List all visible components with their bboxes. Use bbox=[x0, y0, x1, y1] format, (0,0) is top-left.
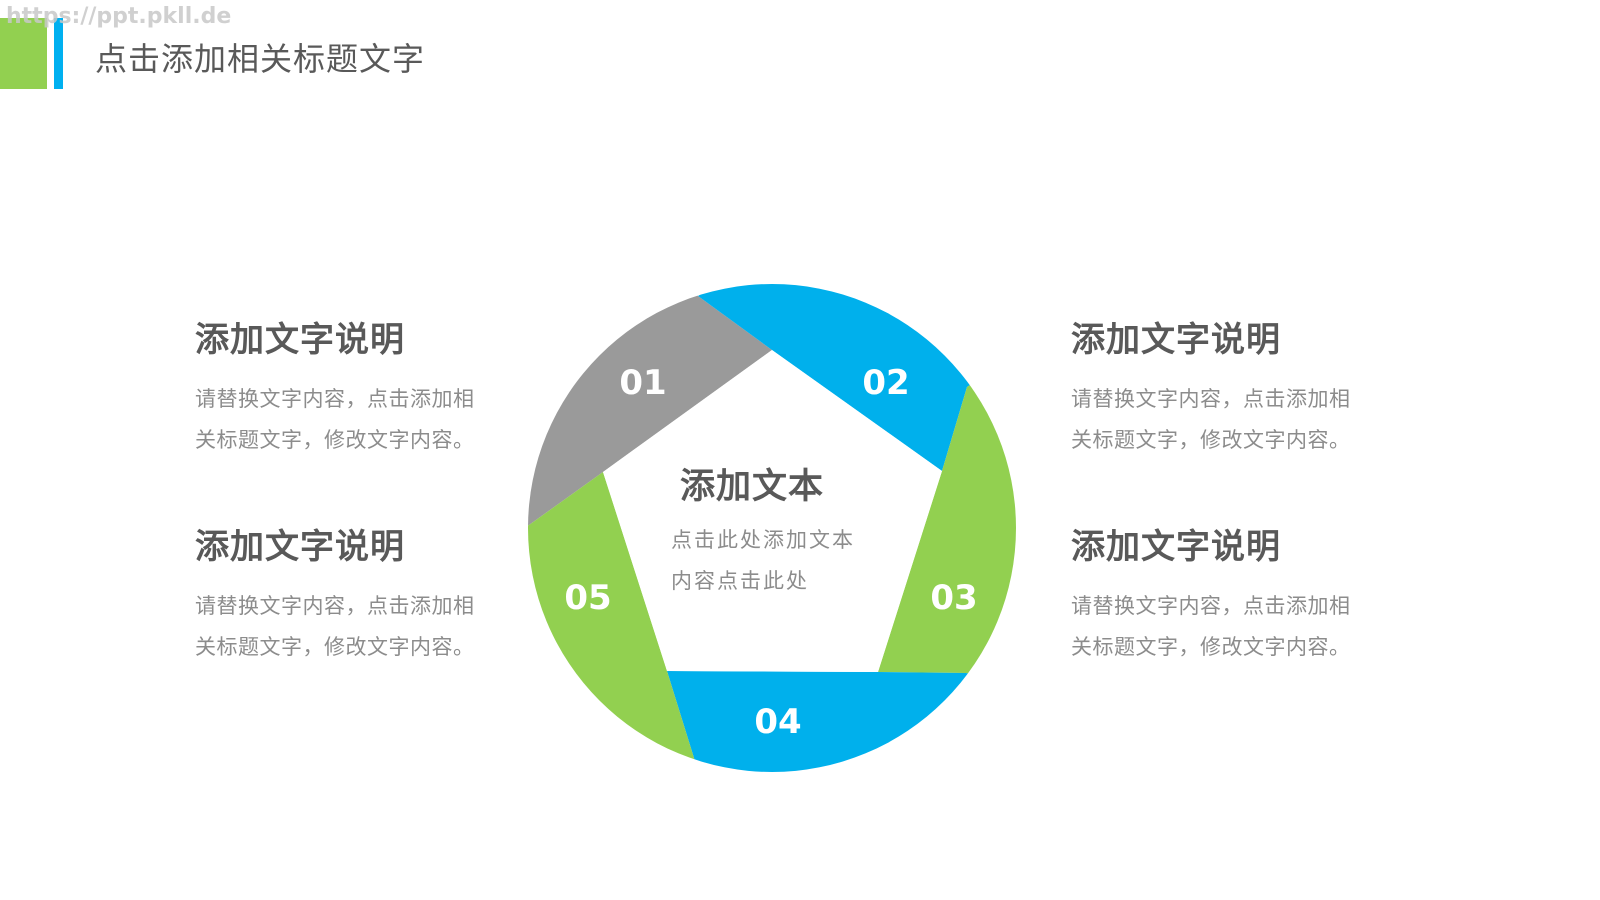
text-block-bottom-right: 添加文字说明 请替换文字内容，点击添加相 关标题文字，修改文字内容。 bbox=[1071, 519, 1411, 668]
center-body[interactable]: 点击此处添加文本 内容点击此处 bbox=[671, 520, 891, 602]
segment-label-04: 04 bbox=[754, 702, 801, 742]
center-body-line: 点击此处添加文本 bbox=[671, 528, 855, 552]
segment-04[interactable] bbox=[667, 671, 1100, 900]
title-accent-green-block bbox=[0, 18, 47, 89]
text-block-top-left: 添加文字说明 请替换文字内容，点击添加相 关标题文字，修改文字内容。 bbox=[195, 312, 535, 461]
block-heading[interactable]: 添加文字说明 bbox=[1071, 527, 1281, 567]
center-title[interactable]: 添加文本 bbox=[680, 467, 825, 507]
segment-label-02: 02 bbox=[862, 363, 909, 403]
block-body-line: 关标题文字，修改文字内容。 bbox=[195, 428, 475, 452]
watermark-url: https://ppt.pkll.de bbox=[6, 4, 232, 29]
block-body[interactable]: 请替换文字内容，点击添加相 关标题文字，修改文字内容。 bbox=[195, 379, 535, 461]
segment-label-03: 03 bbox=[930, 578, 977, 618]
segment-03[interactable] bbox=[878, 300, 1100, 700]
block-heading[interactable]: 添加文字说明 bbox=[195, 320, 405, 360]
block-body-line: 请替换文字内容，点击添加相 bbox=[1071, 387, 1351, 411]
segment-label-01: 01 bbox=[619, 363, 666, 403]
block-body-line: 关标题文字，修改文字内容。 bbox=[1071, 428, 1351, 452]
block-body-line: 请替换文字内容，点击添加相 bbox=[195, 387, 475, 411]
page-title[interactable]: 点击添加相关标题文字 bbox=[95, 40, 426, 78]
center-body-line: 内容点击此处 bbox=[671, 569, 809, 593]
text-block-top-right: 添加文字说明 请替换文字内容，点击添加相 关标题文字，修改文字内容。 bbox=[1071, 312, 1411, 461]
block-body-line: 请替换文字内容，点击添加相 bbox=[195, 594, 475, 618]
title-accent-blue-bar bbox=[54, 18, 63, 89]
block-heading[interactable]: 添加文字说明 bbox=[1071, 320, 1281, 360]
block-body-line: 关标题文字，修改文字内容。 bbox=[195, 635, 475, 659]
text-block-bottom-left: 添加文字说明 请替换文字内容，点击添加相 关标题文字，修改文字内容。 bbox=[195, 519, 535, 668]
block-body[interactable]: 请替换文字内容，点击添加相 关标题文字，修改文字内容。 bbox=[1071, 586, 1411, 668]
block-body[interactable]: 请替换文字内容，点击添加相 关标题文字，修改文字内容。 bbox=[195, 586, 535, 668]
block-heading[interactable]: 添加文字说明 bbox=[195, 527, 405, 567]
block-body[interactable]: 请替换文字内容，点击添加相 关标题文字，修改文字内容。 bbox=[1071, 379, 1411, 461]
block-body-line: 关标题文字，修改文字内容。 bbox=[1071, 635, 1351, 659]
segment-label-05: 05 bbox=[564, 578, 611, 618]
center-pentagon bbox=[603, 350, 942, 672]
block-body-line: 请替换文字内容，点击添加相 bbox=[1071, 594, 1351, 618]
segment-01[interactable] bbox=[420, 180, 772, 560]
